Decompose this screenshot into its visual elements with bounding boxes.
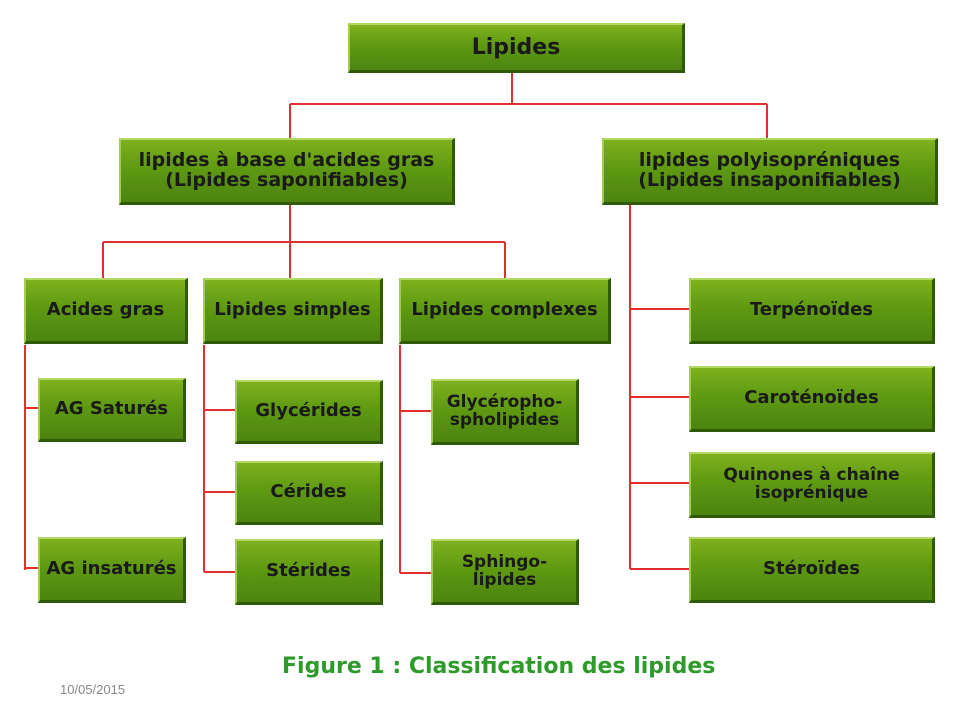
- node-label: Lipides complexes: [411, 299, 598, 321]
- node-label: AG Saturés: [54, 398, 169, 420]
- node-glycerophospholipides: Glycéropho- spholipides: [431, 379, 579, 445]
- node-cerides: Cérides: [235, 461, 383, 525]
- node-label: Glycéropho- spholipides: [446, 391, 563, 430]
- node-label: lipides polyisopréniques (Lipides insapo…: [638, 149, 901, 191]
- node-lipides-simples: Lipides simples: [203, 278, 383, 344]
- node-carotenoides: Caroténoïdes: [689, 366, 935, 432]
- node-label: Terpénoïdes: [749, 299, 874, 321]
- node-ag-insatures: AG insaturés: [38, 537, 186, 603]
- node-label: Caroténoïdes: [744, 387, 879, 409]
- node-label: Sphingo- lipides: [461, 551, 548, 590]
- node-acides-gras: Acides gras: [24, 278, 188, 344]
- node-sterides: Stérides: [235, 539, 383, 605]
- node-steroides: Stéroïdes: [689, 537, 935, 603]
- node-label: Stérides: [266, 560, 351, 582]
- figure-caption: Figure 1 : Classification des lipides: [282, 654, 716, 679]
- node-lipides: Lipides: [348, 23, 685, 73]
- node-label: Cérides: [270, 481, 347, 503]
- node-label: Quinones à chaîne isoprénique: [723, 464, 900, 503]
- node-label: Glycérides: [255, 400, 362, 422]
- slide-date: 10/05/2015: [60, 682, 126, 697]
- node-lipides-insaponifiables: lipides polyisopréniques (Lipides insapo…: [602, 138, 938, 205]
- node-lipides-saponifiables: lipides à base d'acides gras (Lipides sa…: [119, 138, 455, 205]
- node-lipides-complexes: Lipides complexes: [399, 278, 611, 344]
- node-glycerides: Glycérides: [235, 380, 383, 444]
- node-label: lipides à base d'acides gras (Lipides sa…: [138, 149, 435, 191]
- node-sphingolipides: Sphingo- lipides: [431, 539, 579, 605]
- node-label: Acides gras: [46, 299, 165, 321]
- node-terpenoides: Terpénoïdes: [689, 278, 935, 344]
- node-label: Stéroïdes: [763, 558, 860, 580]
- node-label: Lipides: [471, 34, 561, 60]
- node-ag-satures: AG Saturés: [38, 378, 186, 442]
- node-label: AG insaturés: [46, 558, 177, 580]
- node-label: Lipides simples: [214, 299, 371, 321]
- node-quinones: Quinones à chaîne isoprénique: [689, 452, 935, 518]
